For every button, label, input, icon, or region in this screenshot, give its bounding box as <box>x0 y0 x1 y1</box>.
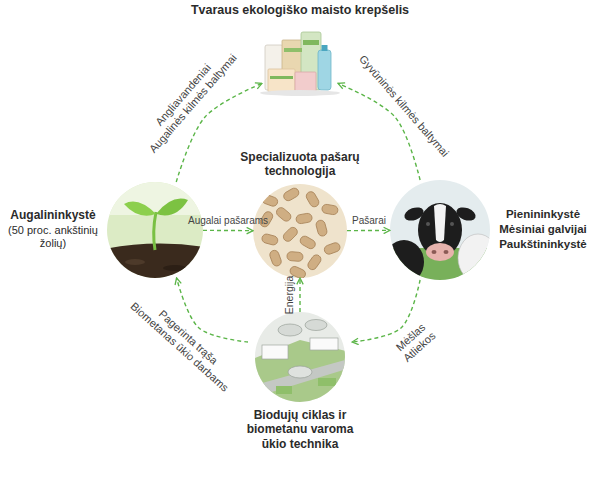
pellet <box>282 187 300 203</box>
node-title: Mėsiniai galvijai <box>490 223 596 237</box>
package <box>268 69 295 92</box>
building <box>262 345 288 359</box>
digester-tank <box>305 320 327 331</box>
soil-lump <box>163 265 187 271</box>
biogas-plant-photo <box>250 308 350 408</box>
green-roof <box>318 378 336 386</box>
package-stripe <box>270 76 293 79</box>
flow-arrow <box>203 230 253 232</box>
flow-label: Angliavandeniai Augalinės kilmės baltyma… <box>136 42 239 155</box>
node-title: Augalininkystė <box>3 208 103 222</box>
cow-eye <box>450 222 454 226</box>
soil-lump <box>125 259 145 265</box>
shadow <box>260 90 340 96</box>
flow-arrow <box>299 278 300 312</box>
package <box>295 72 316 92</box>
pellet <box>306 253 323 271</box>
food-packages <box>260 32 340 96</box>
road <box>255 360 350 395</box>
pellet <box>261 233 279 246</box>
node-title: Pienininkystė <box>490 208 596 222</box>
building <box>310 338 338 350</box>
pellet <box>299 235 317 251</box>
cow-blaze <box>434 204 446 242</box>
package-stripe <box>284 48 302 52</box>
flow-arrow <box>338 83 420 180</box>
pellet <box>295 213 312 225</box>
photo-background <box>250 308 350 408</box>
pellet <box>321 204 338 216</box>
cow-nostril <box>432 250 437 254</box>
crop-farming-node: Augalininkystė(50 proc. ankštinių žolių) <box>107 182 203 278</box>
flow-label: Mėšlas Atliekos <box>386 314 444 370</box>
sprout-leaf <box>156 199 188 216</box>
cow-body <box>458 234 498 282</box>
pellet <box>305 190 321 208</box>
plant-photo <box>100 175 210 285</box>
node-title: Biodujų ciklas ir biometanu varoma ūkio … <box>234 408 366 451</box>
pellet <box>261 194 279 208</box>
pellet <box>282 226 300 244</box>
cow-muzzle <box>426 243 454 261</box>
flow-label: Gyvūninės kilmės baltymai <box>357 53 452 160</box>
biogas-node: Biodujų ciklas ir biometanu varoma ūkio … <box>248 312 352 402</box>
cow-photo <box>384 175 498 288</box>
node-note: (50 proc. ankštinių žolių) <box>3 224 103 250</box>
feed-pellets-photo <box>250 180 350 280</box>
green-roof <box>276 386 292 394</box>
node-title: Tvaraus ekologiško maisto krepšelis <box>180 3 420 18</box>
photo-background <box>100 175 210 285</box>
pellet <box>315 219 328 237</box>
cow-eye <box>426 222 430 226</box>
flow-arrow <box>347 230 390 232</box>
flow-label: Pašarai <box>352 215 386 227</box>
pellet <box>287 251 304 261</box>
feed-technology-node: Specializuota pašarų technologija <box>253 184 347 278</box>
bottle-cap <box>322 45 328 51</box>
digester-tank <box>278 324 302 336</box>
cow-body <box>384 240 424 284</box>
sprout-leaf <box>124 202 156 216</box>
cow-nostril <box>444 250 449 254</box>
node-title: Paukštininkystė <box>490 238 596 252</box>
flow-label: Energija <box>283 276 295 315</box>
digester-tank <box>288 366 312 378</box>
food-basket-node: Tvaraus ekologiško maisto krepšelis <box>262 26 338 96</box>
node-title: Specializuota pašarų technologija <box>217 150 383 179</box>
photo-light <box>100 175 210 215</box>
sprout-stem <box>154 212 156 250</box>
photo-background <box>250 180 350 280</box>
pellet <box>275 206 293 223</box>
pellet <box>269 249 283 267</box>
flow-label: Pagerinta trąša Biometanas ūkio darbams <box>127 289 241 395</box>
pellet <box>323 242 341 256</box>
package-stripe <box>303 40 319 45</box>
livestock-node: PienininkystėMėsiniai galvijaiPaukštinin… <box>390 180 490 280</box>
bottle <box>318 50 331 90</box>
flow-label: Augalai pašarams <box>188 215 268 227</box>
